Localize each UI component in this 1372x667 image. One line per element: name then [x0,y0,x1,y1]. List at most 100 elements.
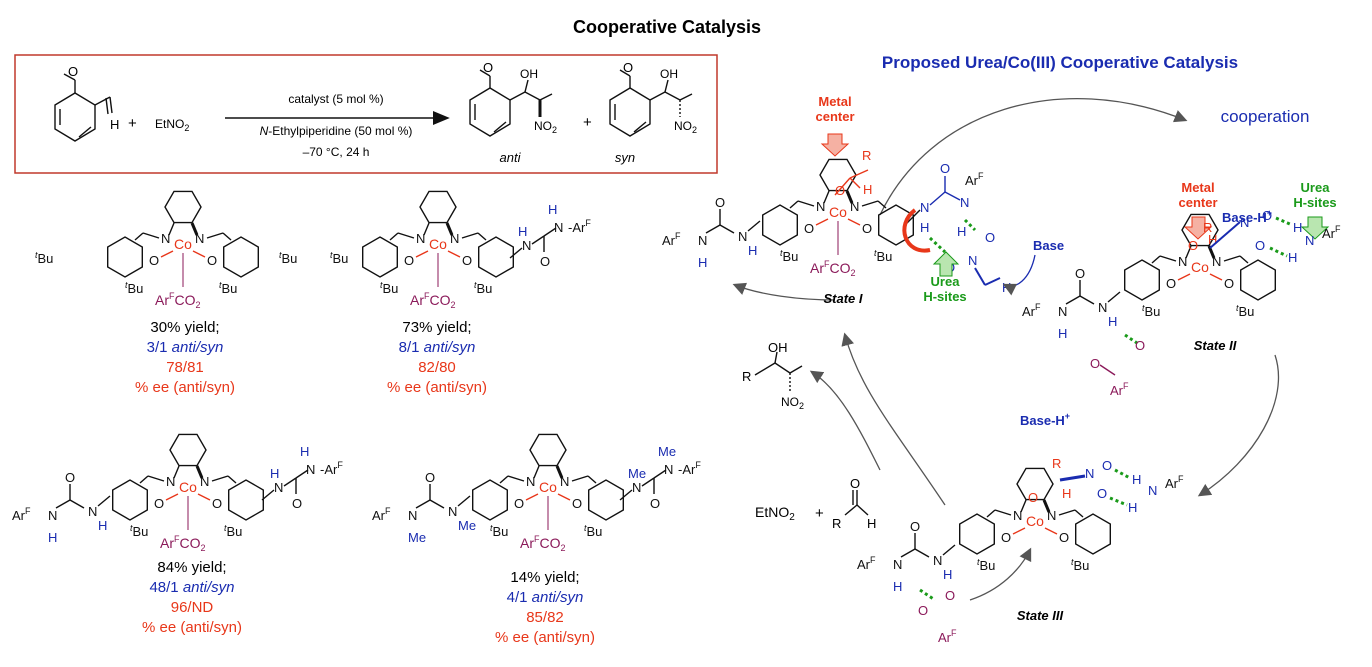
cycle-reagent-nitroethane: EtNO2 [755,504,795,523]
catalyst-2-urea-h1-r: H [518,224,527,239]
state-1-nitro-me [984,277,1001,286]
catalyst-1-tbu-para-left: tBu [35,250,53,266]
state-1-urea-cn2 [944,191,961,201]
catalyst-4-n-left: N [526,474,535,489]
catalyst-2-urea-n2-r: N [554,220,563,235]
catalyst-4-ee: 85/82 [526,609,564,626]
state-2-urea-o-l: O [1075,266,1085,281]
catalyst-2-diamine-bond-right [445,222,454,236]
catalyst-3-o-left: O [154,496,164,511]
catalyst-4-urea-arf-l: ArF [372,506,391,523]
catalyst-2-ee-label: % ee (anti/syn) [387,379,487,396]
catalyst-3-imine-right [211,475,229,482]
state-3-hbond-1 [1114,468,1131,480]
urea-hsites-word-4: H-sites [1293,195,1336,210]
state-3-co-o-right [1044,527,1058,535]
catalyst-3-urea-ch2-r [261,489,275,501]
state-3-nitro-n: N [1085,466,1094,481]
catalyst-4-co: Co [539,479,557,495]
cycle-arrow-product [809,370,881,471]
catalyst-3-urea-cn-r [283,477,297,487]
catalyst-3-results: 84% yield; 48/1 anti/syn 96/ND % ee (ant… [142,559,242,636]
cycle-aldehyde [844,490,869,516]
cycle-arrow-state1 [732,282,836,301]
catalyst-4-urea-cn2-l [415,499,431,509]
state-2-o-left: O [1166,276,1176,291]
state-2-imine-right [1223,255,1241,262]
catalyst-1-yield: 30% yield; [150,319,219,336]
state-3-hbond-3 [919,588,936,602]
state-2-aryl-right [1239,259,1277,301]
state-2-o-right: O [1224,276,1234,291]
catalyst-3-n-left: N [166,474,175,489]
catalyst-4-tbu-ortho-left: tBu [490,523,508,539]
catalyst-4-yield: 14% yield; [510,569,579,586]
catalyst-3-arfco2: ArFCO2 [160,534,206,553]
state-1-urea-h2-l: H [698,255,707,270]
catalyst-1-aryl-right-link [222,232,232,241]
state-2-tbu-ortho-left: tBu [1142,303,1160,319]
catalyst-3-ee-label: % ee (anti/syn) [142,619,242,636]
cycle-arrow-top [879,97,1188,216]
catalyst-4-ee-label: % ee (anti/syn) [495,629,595,646]
state-2-nitronate [1209,221,1241,249]
catalyst-4-urea-n1-r: N [632,480,641,495]
state-3-n-right: N [1047,508,1056,523]
state-1-urea-n2-l: N [698,233,707,248]
catalyst-1-cyclohexane-ring [164,190,202,224]
state-1-aryl-left [762,204,798,246]
state-2-urea-n: N [1305,233,1314,248]
catalyst-3-urea-arf-l: ArF [12,506,31,523]
state-3-h: H [1062,486,1071,501]
state-1-urea-n1: N [920,200,929,215]
state-3-coordinated-o: O [1028,490,1038,505]
state-2-urea-arf-l: ArF [1022,302,1041,319]
state-2-coordinated-o: O [1188,238,1198,253]
catalyst-3-yield: 84% yield; [157,559,226,576]
catalyst-4-urea-h1-r: Me [628,466,646,481]
state-1-co: Co [829,204,847,220]
catalyst-4-imine-right [571,475,589,482]
state-3-urea-cn-l [914,548,930,558]
catalyst-3-urea-cn-l [69,499,85,509]
catalyst-2-aryl-right-link [477,232,487,241]
state-3-cc-bond [1059,474,1086,482]
state-3-nitro-o2: O [1097,486,1107,501]
state-1-aldehyde-r-label: R [862,148,871,163]
state-1-urea-cn-l [719,224,735,234]
anti-label: anti [500,150,522,165]
condition-temp: –70 °C, 24 h [303,145,370,159]
state-1-aldehyde-h-label: H [863,182,872,197]
metal-center-arrow-2 [1183,216,1213,240]
catalyst-4-urea-o-r: O [650,496,660,511]
catalyst-4-arfco2: ArFCO2 [520,534,566,553]
catalyst-3-urea-arf-r: -ArF [320,460,343,477]
state-3-nitro-o1: O [1102,458,1112,473]
cooperation-label: cooperation [1221,107,1310,126]
state-1-hbond-1 [928,236,947,254]
catalyst-3-urea-cn2-l [55,499,71,509]
state-1-aldehyde-co [834,177,851,196]
catalyst-4-diamine-bond-right [555,465,564,479]
catalyst-3-aryl-right-link [227,475,237,484]
catalyst-2-urea-h2-r: H [548,202,557,217]
catalyst-3-urea-h2-l: H [48,530,57,545]
state-3-n-left: N [1013,508,1022,523]
cycle-arrow-bottom [841,332,946,506]
state-1-urea-n1-l: N [738,229,747,244]
state-3-r: R [1052,456,1061,471]
state-1-urea-cn2-l [705,224,721,234]
catalyst-4-o-left: O [514,496,524,511]
catalyst-4-n-right: N [560,474,569,489]
catalyst-3-urea-n2-l: N [48,508,57,523]
state-1-urea-h1-l: H [748,243,757,258]
catalyst-4-urea-cn-l [429,499,445,509]
catalyst-1-ratio: 3/1 anti/syn [147,339,224,356]
state-2-co: Co [1191,259,1209,275]
catalyst-4-imine-left [507,475,525,482]
state-2-nitronate-n: N [1240,215,1249,230]
catalyst-3-co: Co [179,479,197,495]
catalyst-3-tbu-ortho-left: tBu [130,523,148,539]
cycle-aldehyde-r: R [832,516,841,531]
